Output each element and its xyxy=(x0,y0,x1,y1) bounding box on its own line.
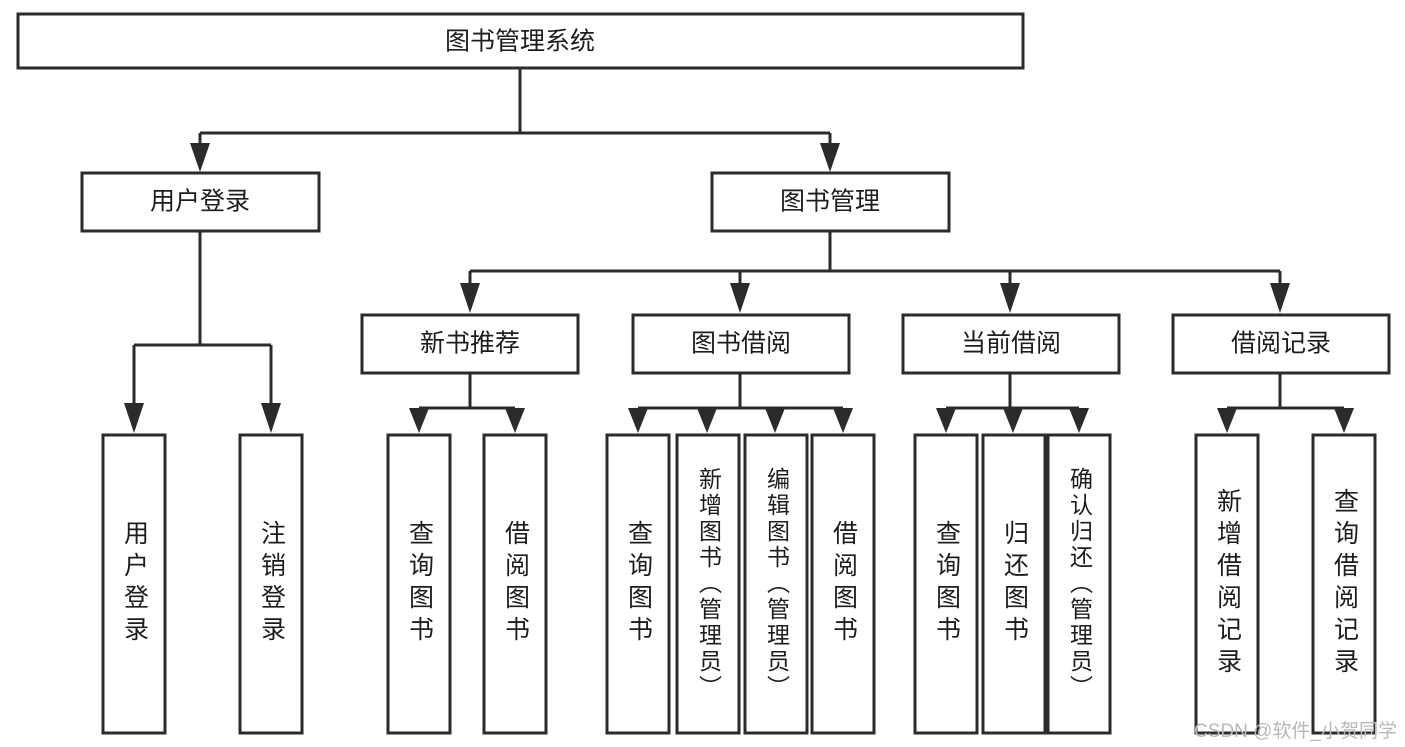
arrow-head-new-book-rec xyxy=(460,283,480,313)
node-leaf-edit-book[interactable] xyxy=(743,433,809,735)
node-borrow-record-box[interactable] xyxy=(1171,313,1391,375)
arrow-head-leaf-query-record xyxy=(1334,408,1354,433)
arrow-head-leaf-edit-book xyxy=(765,408,785,433)
node-book-borrow-box[interactable] xyxy=(631,313,851,375)
node-root-box[interactable] xyxy=(16,12,1025,70)
node-leaf-add-record-label: 新增借阅记录 xyxy=(1213,488,1242,680)
node-leaf-query-book-2-box[interactable] xyxy=(605,433,671,735)
connector-group-book-borrow xyxy=(628,373,853,433)
node-current-borrow[interactable]: 当前借阅 xyxy=(901,313,1121,375)
node-borrow-record[interactable]: 借阅记录 xyxy=(1171,313,1391,375)
arrow-head-leaf-add-book xyxy=(697,408,717,433)
node-current-borrow-box[interactable] xyxy=(901,313,1121,375)
node-leaf-borrow-book-1[interactable] xyxy=(482,433,548,735)
arrow-head-leaf-confirm-return xyxy=(1069,408,1089,433)
connector-group-book-mgmt xyxy=(460,231,1290,313)
node-leaf-borrow-book-2-label: 借阅图书 xyxy=(829,520,858,648)
node-user-login[interactable]: 用户登录 xyxy=(80,171,321,233)
node-leaf-query-record-label: 查询借阅记录 xyxy=(1330,488,1359,680)
arrow-head-borrow-record xyxy=(1270,283,1290,313)
node-leaf-edit-book-label: 编辑图书（管理员） xyxy=(763,467,790,701)
arrow-head-user-login xyxy=(190,143,210,172)
node-leaf-user-login-label: 用户登录 xyxy=(120,520,149,648)
node-leaf-confirm-return-box[interactable] xyxy=(1046,433,1112,735)
node-book-mgmt[interactable]: 图书管理 xyxy=(710,171,951,233)
node-leaf-query-record[interactable] xyxy=(1311,433,1377,735)
arrow-head-leaf-query-book-2 xyxy=(628,408,648,433)
node-leaf-add-book-box[interactable] xyxy=(675,433,741,735)
node-new-book-rec-label: 新书推荐 xyxy=(420,330,520,358)
node-leaf-query-book-3[interactable] xyxy=(913,433,979,735)
node-leaf-query-book-2[interactable] xyxy=(605,433,671,735)
node-leaf-user-login-box[interactable] xyxy=(101,433,167,735)
node-leaf-query-book-1-label: 查询图书 xyxy=(405,520,434,648)
node-leaf-logout-box[interactable] xyxy=(238,433,304,735)
arrow-head-book-borrow xyxy=(730,283,750,313)
node-leaf-confirm-return[interactable] xyxy=(1046,433,1112,735)
node-current-borrow-label: 当前借阅 xyxy=(961,330,1061,358)
node-book-mgmt-label: 图书管理 xyxy=(780,188,880,216)
arrow-head-leaf-query-book-1 xyxy=(409,408,429,433)
arrow-head-leaf-add-record xyxy=(1217,408,1237,433)
node-new-book-rec[interactable]: 新书推荐 xyxy=(360,313,580,375)
node-leaf-query-book-2-label: 查询图书 xyxy=(624,520,653,648)
connector-group-user-login xyxy=(124,231,281,433)
arrow-head-leaf-borrow-book-1 xyxy=(505,408,525,433)
node-new-book-rec-box[interactable] xyxy=(360,313,580,375)
node-book-mgmt-box[interactable] xyxy=(710,171,951,233)
connector-group-current-borrow xyxy=(936,373,1089,433)
node-leaf-query-book-3-label: 查询图书 xyxy=(932,520,961,648)
csdn-watermark: CSDN @软件_小贺同学 xyxy=(1194,721,1397,742)
connector-group-root xyxy=(190,68,840,172)
arrow-head-current-borrow xyxy=(1000,283,1020,313)
node-leaf-return-book-label: 归还图书 xyxy=(1000,520,1029,648)
node-leaf-confirm-return-label: 确认归还（管理员） xyxy=(1066,467,1093,701)
arrow-head-leaf-logout xyxy=(261,403,281,433)
node-leaf-borrow-book-1-label: 借阅图书 xyxy=(501,520,530,648)
arrow-head-leaf-query-book-3 xyxy=(936,408,956,433)
node-leaf-add-record-box[interactable] xyxy=(1194,433,1260,735)
node-leaf-add-book-label: 新增图书（管理员） xyxy=(695,467,722,701)
node-user-login-box[interactable] xyxy=(80,171,321,233)
arrow-head-book-mgmt xyxy=(820,143,840,172)
node-leaf-logout-label: 注销登录 xyxy=(257,520,286,648)
arrow-head-leaf-borrow-book-2 xyxy=(833,408,853,433)
node-book-borrow[interactable]: 图书借阅 xyxy=(631,313,851,375)
node-book-borrow-label: 图书借阅 xyxy=(691,330,791,358)
node-leaf-edit-book-box[interactable] xyxy=(743,433,809,735)
node-leaf-add-book[interactable] xyxy=(675,433,741,735)
node-leaf-borrow-book-2-box[interactable] xyxy=(810,433,876,735)
node-leaf-query-record-box[interactable] xyxy=(1311,433,1377,735)
node-leaf-user-login[interactable] xyxy=(101,433,167,735)
arrow-head-leaf-return-book xyxy=(1003,408,1023,433)
node-leaf-query-book-1-box[interactable] xyxy=(386,433,452,735)
node-root[interactable]: 图书管理系统 xyxy=(16,12,1025,70)
node-leaf-borrow-book-2[interactable] xyxy=(810,433,876,735)
node-leaf-query-book-1[interactable] xyxy=(386,433,452,735)
arrow-head-leaf-user-login xyxy=(124,403,144,433)
node-leaf-add-record[interactable] xyxy=(1194,433,1260,735)
node-root-label: 图书管理系统 xyxy=(445,28,595,56)
node-leaf-return-book-box[interactable] xyxy=(981,433,1047,735)
node-borrow-record-label: 借阅记录 xyxy=(1231,330,1331,358)
node-leaf-borrow-book-1-box[interactable] xyxy=(482,433,548,735)
node-leaf-query-book-3-box[interactable] xyxy=(913,433,979,735)
connector-group-new-book-rec xyxy=(409,373,525,433)
node-leaf-logout[interactable] xyxy=(238,433,304,735)
connector-group-borrow-record xyxy=(1217,373,1354,433)
node-user-login-label: 用户登录 xyxy=(150,188,250,216)
node-leaf-return-book[interactable] xyxy=(981,433,1047,735)
